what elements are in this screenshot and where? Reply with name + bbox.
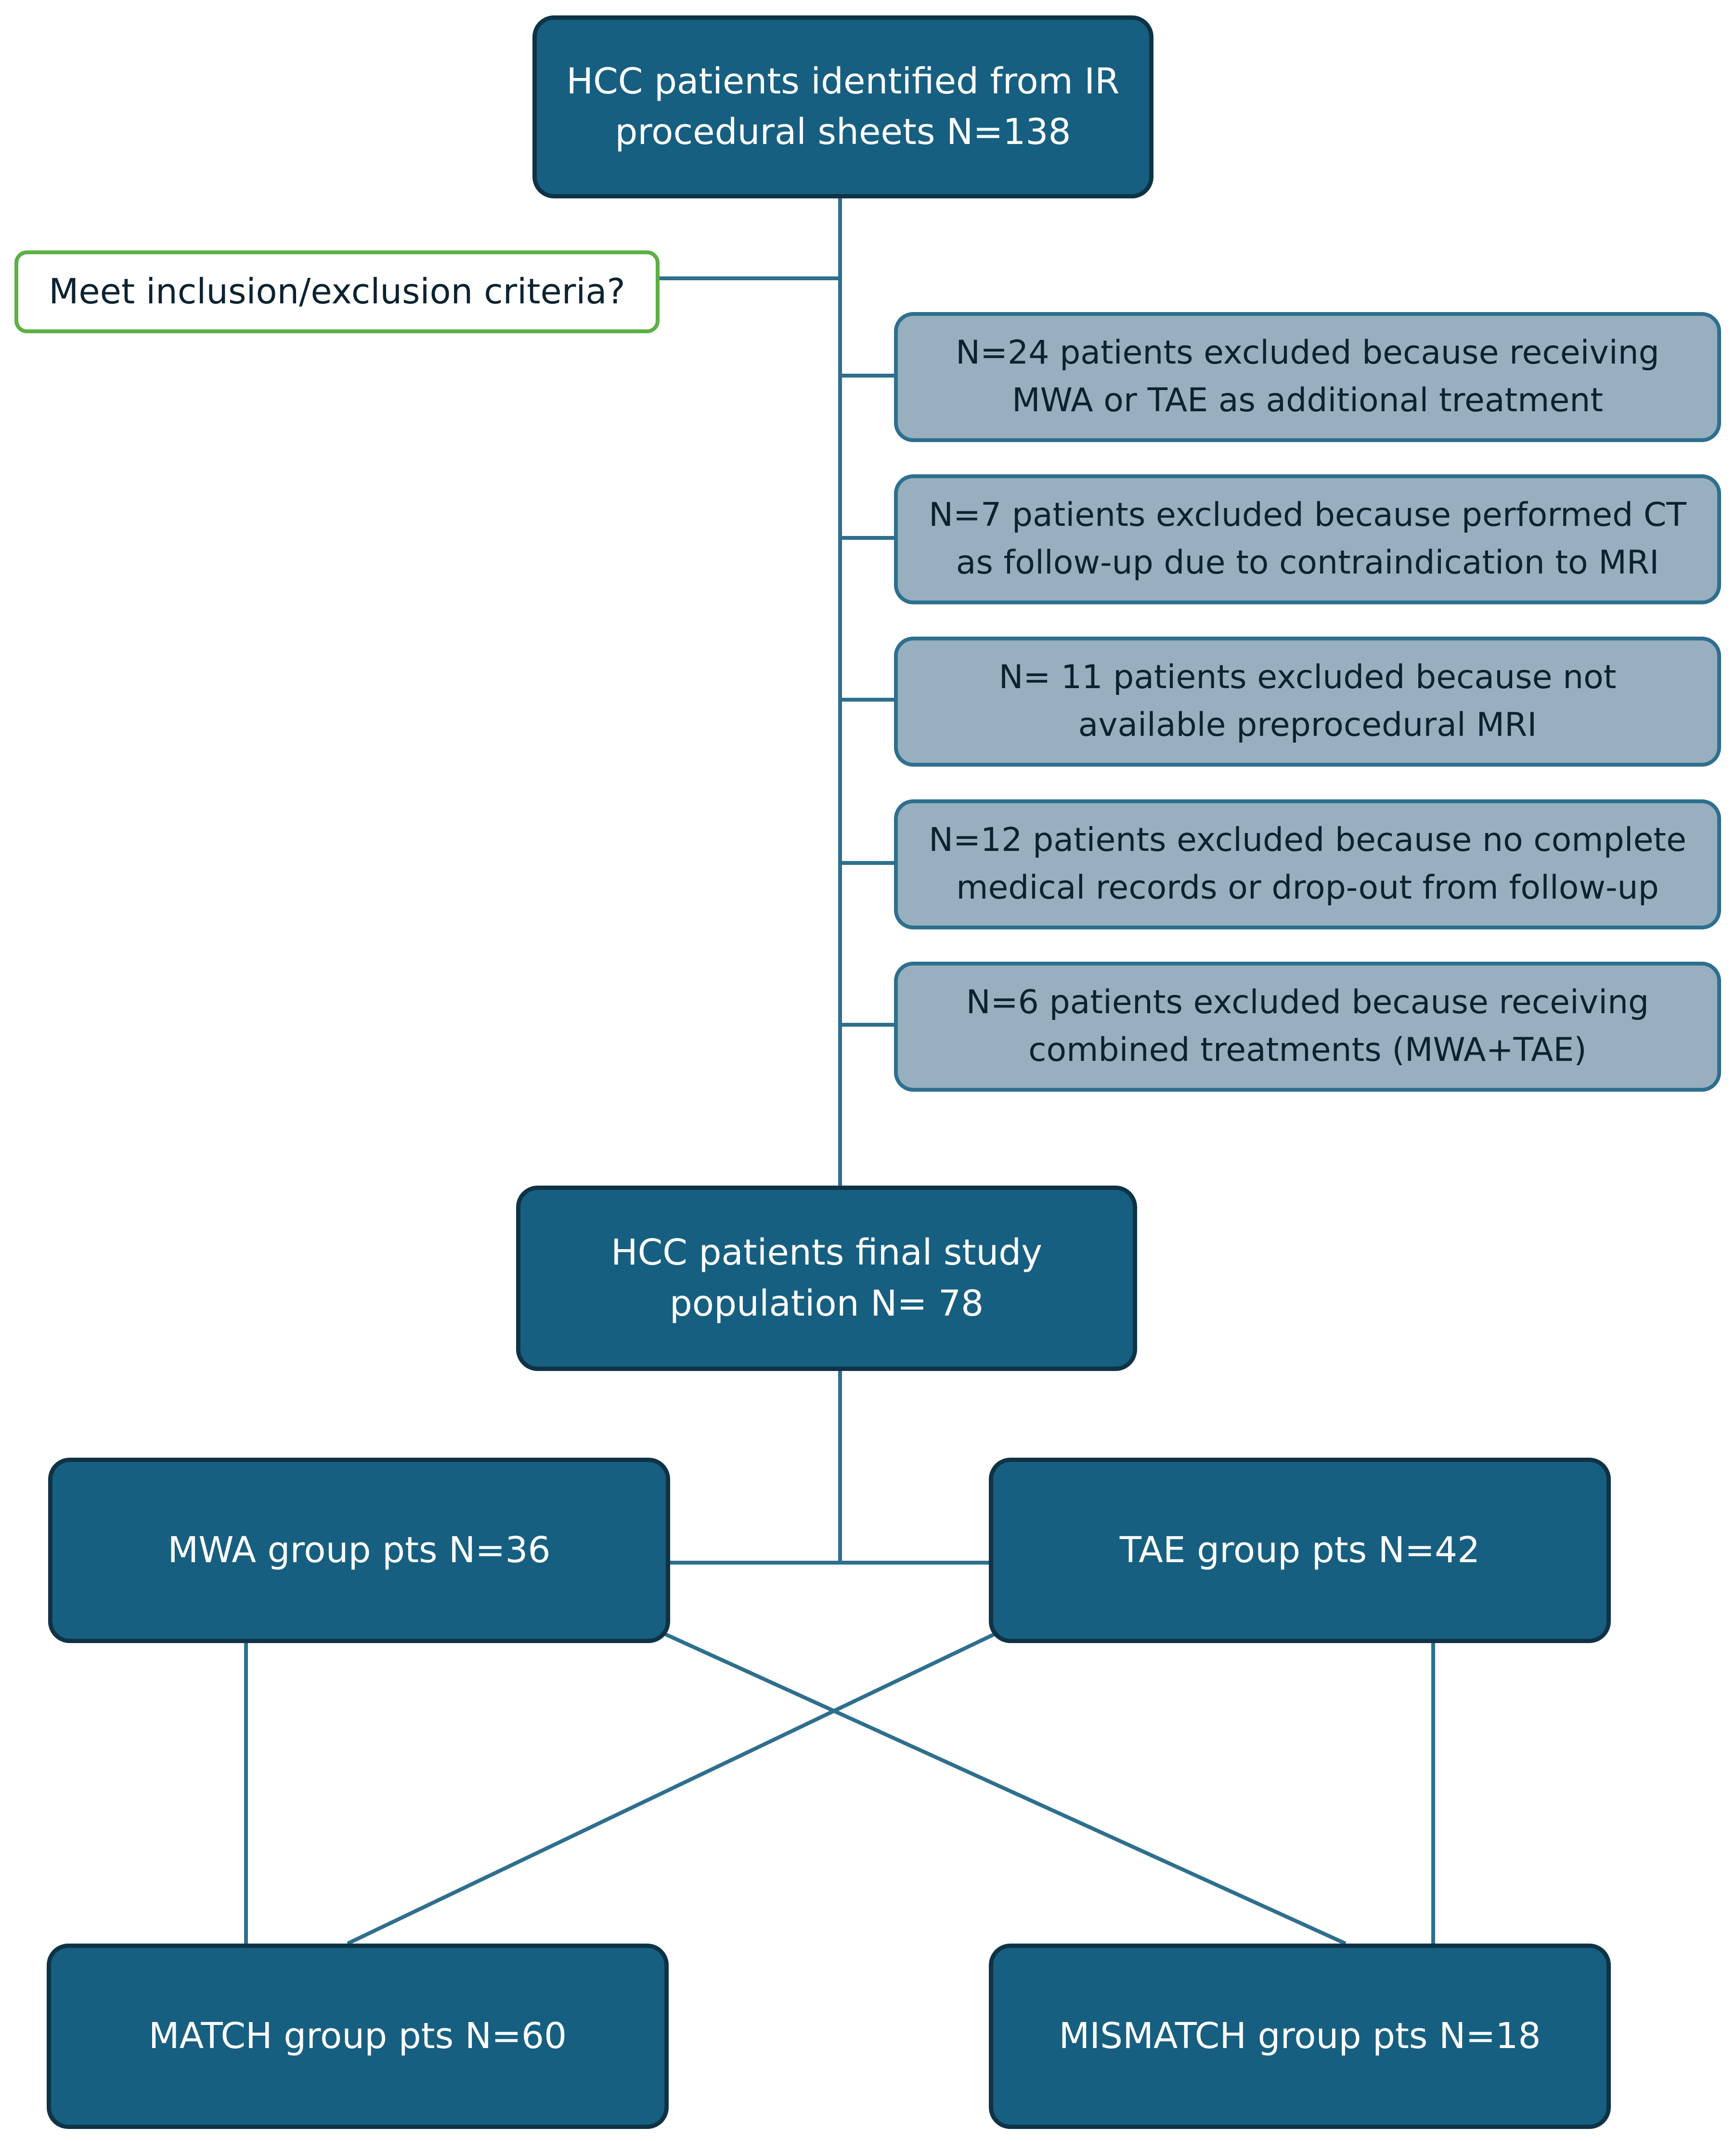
match-group-box: MATCH group pts N=60 [47,1944,669,2129]
tae-group-label: TAE group pts N=42 [1119,1529,1480,1571]
top-box-line-1: HCC patients identified from IR [566,60,1120,102]
exclusion-3-line-2: available preprocedural MRI [1078,706,1537,744]
final-population-box: HCC patients final study population N= 7… [516,1186,1137,1371]
exclusion-2-line-1: N=7 patients excluded because performed … [929,496,1686,535]
mwa-group-label: MWA group pts N=36 [168,1529,551,1571]
final-box-line-1: HCC patients final study [610,1232,1043,1274]
top-box-line-2: procedural sheets N=138 [615,111,1071,153]
exclusion-2-line-2: as follow-up due to contraindication to … [956,544,1659,582]
exclusion-box-5: N=6 patients excluded because receiving … [894,962,1721,1092]
exclusion-3-line-1: N= 11 patients excluded because not [998,658,1617,697]
inclusion-criteria-question: Meet inclusion/exclusion criteria? [14,250,660,333]
tae-group-box: TAE group pts N=42 [989,1458,1611,1643]
mismatch-group-box: MISMATCH group pts N=18 [989,1944,1611,2129]
question-text: Meet inclusion/exclusion criteria? [49,271,625,312]
exclusion-4-line-1: N=12 patients excluded because no comple… [929,821,1686,860]
top-box-identified-patients: HCC patients identified from IR procedur… [532,15,1153,198]
mismatch-group-label: MISMATCH group pts N=18 [1059,2015,1541,2057]
exclusion-4-line-2: medical records or drop-out from follow-… [956,869,1659,907]
exclusion-1-line-2: MWA or TAE as additional treatment [1011,381,1603,419]
tae-to-match-line [347,1631,999,1945]
mwa-to-mismatch-line [661,1631,1347,1945]
exclusion-5-line-2: combined treatments (MWA+TAE) [1028,1031,1587,1069]
match-group-label: MATCH group pts N=60 [148,2015,567,2057]
exclusion-box-2: N=7 patients excluded because performed … [894,474,1721,604]
exclusion-box-4: N=12 patients excluded because no comple… [894,799,1721,929]
final-box-line-2: population N= 78 [669,1282,984,1324]
exclusion-1-line-1: N=24 patients excluded because receiving [956,334,1659,372]
exclusion-box-1: N=24 patients excluded because receiving… [894,312,1721,442]
mwa-group-box: MWA group pts N=36 [48,1458,670,1643]
exclusion-box-3: N= 11 patients excluded because not avai… [894,637,1721,767]
exclusion-5-line-1: N=6 patients excluded because receiving [966,983,1649,1022]
